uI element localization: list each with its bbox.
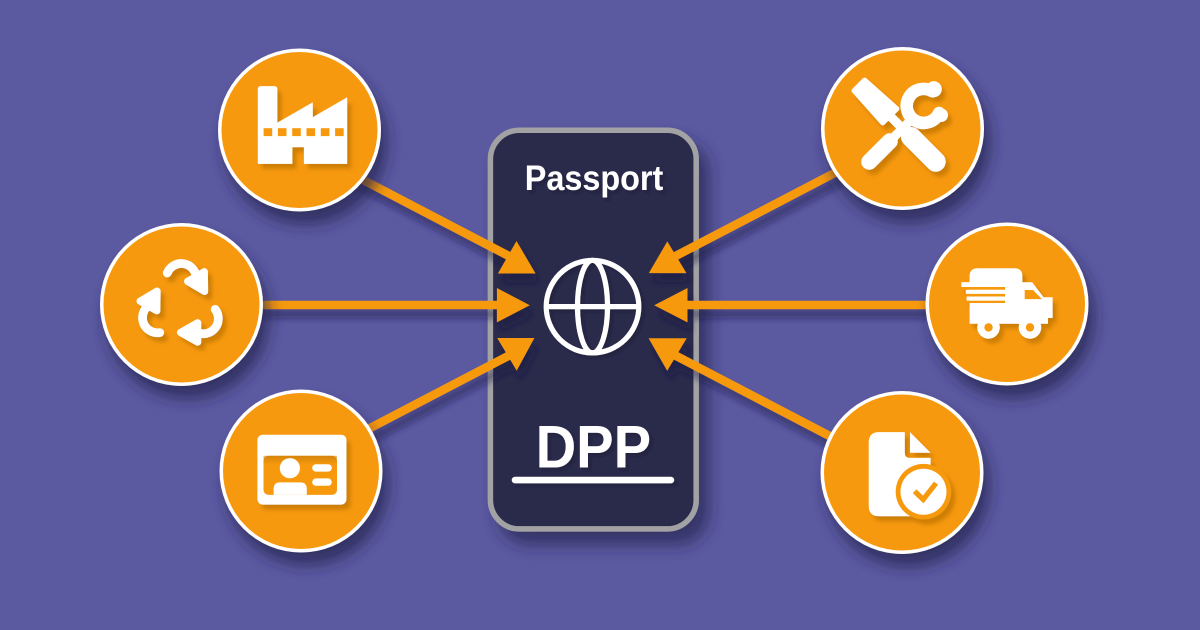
- svg-text:Passport: Passport: [525, 159, 664, 199]
- svg-text:DPP: DPP: [536, 414, 651, 481]
